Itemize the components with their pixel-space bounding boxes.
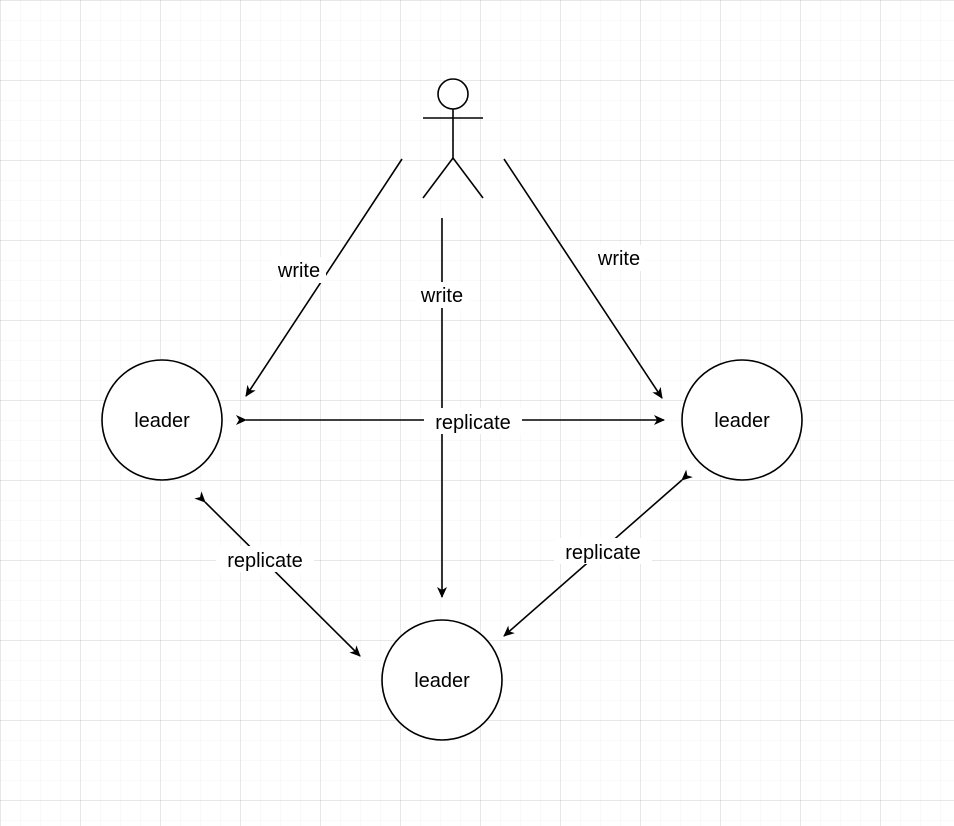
node-circle[interactable] [101,359,223,481]
edge-write-right[interactable] [503,158,663,399]
edges-layer [194,158,693,657]
node-label: leader [714,410,770,432]
edge-label-replicate-top: replicate [424,408,522,434]
node-label: leader [134,410,190,432]
node-leader-bottom[interactable]: leader [381,619,503,741]
label-background [415,282,469,308]
edge-label-replicate-right: replicate [554,538,652,564]
actor-right-leg [452,157,484,199]
edge-label-write-left: write [272,257,326,283]
actor-left-leg [422,157,454,199]
label-background [424,408,522,434]
label-background [216,546,314,572]
edge-label-text: replicate [565,542,641,564]
edge-labels-layer: write write write replicate replicate re… [216,245,652,572]
label-background [554,538,652,564]
edge-label-text: replicate [435,412,511,434]
actor-head [437,78,469,110]
edge-label-text: write [597,248,640,270]
node-label: leader [414,670,470,692]
label-background [592,245,646,271]
edge-label-text: write [420,285,463,307]
edge-label-write-center: write [415,282,469,308]
node-circle[interactable] [381,619,503,741]
label-background [272,257,326,283]
node-leader-left[interactable]: leader [101,359,223,481]
edge-replicate-left[interactable] [194,491,361,657]
stick-figure-actor-icon[interactable] [422,78,484,199]
edge-label-replicate-left: replicate [216,546,314,572]
edge-label-write-right: write [592,245,646,271]
edge-label-text: replicate [227,550,303,572]
edge-label-text: write [277,260,320,282]
node-circle[interactable] [681,359,803,481]
node-leader-right[interactable]: leader [681,359,803,481]
